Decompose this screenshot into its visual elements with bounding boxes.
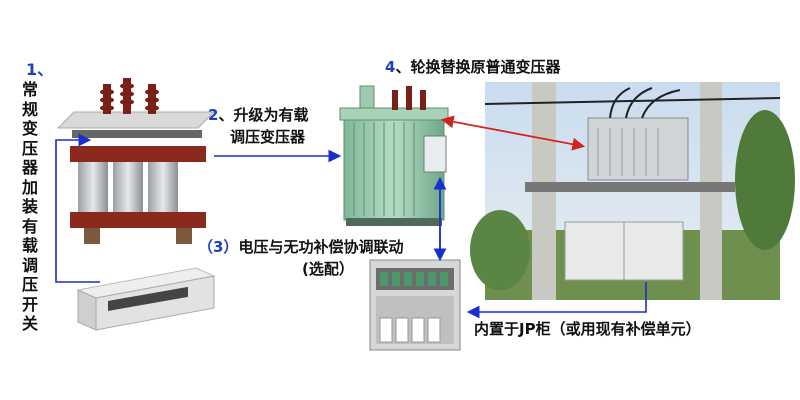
- step3-line1: （3）电压与无功补偿协调联动: [198, 236, 403, 257]
- field-installation-photo: [470, 82, 795, 300]
- step4-text: 、轮换替换原普通变压器: [395, 58, 561, 76]
- step2-line1-text: 、升级为有载: [218, 106, 309, 124]
- step3-line2: (选配）: [302, 260, 354, 278]
- step1-number: 1、: [26, 60, 54, 79]
- tap-changer-switch-box-image: [76, 267, 216, 331]
- step3-number: （3）: [198, 238, 239, 256]
- step4-label: 4、轮换替换原普通变压器: [385, 56, 560, 77]
- step3-line1-text: 电压与无功补偿协调联动: [238, 238, 404, 256]
- step1-description: 常规变压器加装有载调压开关: [21, 80, 38, 333]
- on-load-tap-transformer-image: [339, 85, 449, 226]
- step2-line1: 2、升级为有载: [208, 104, 308, 125]
- step2-number: 2: [208, 106, 219, 124]
- step2-line2: 调压变压器: [230, 128, 306, 146]
- jp-cabinet-label: 内置于JP柜（或用现有补偿单元）: [474, 320, 701, 338]
- arrows: [55, 115, 647, 319]
- core-coil-transformer-image: [56, 78, 216, 244]
- compensation-cabinet-image: [369, 259, 461, 351]
- step4-number: 4: [385, 58, 396, 76]
